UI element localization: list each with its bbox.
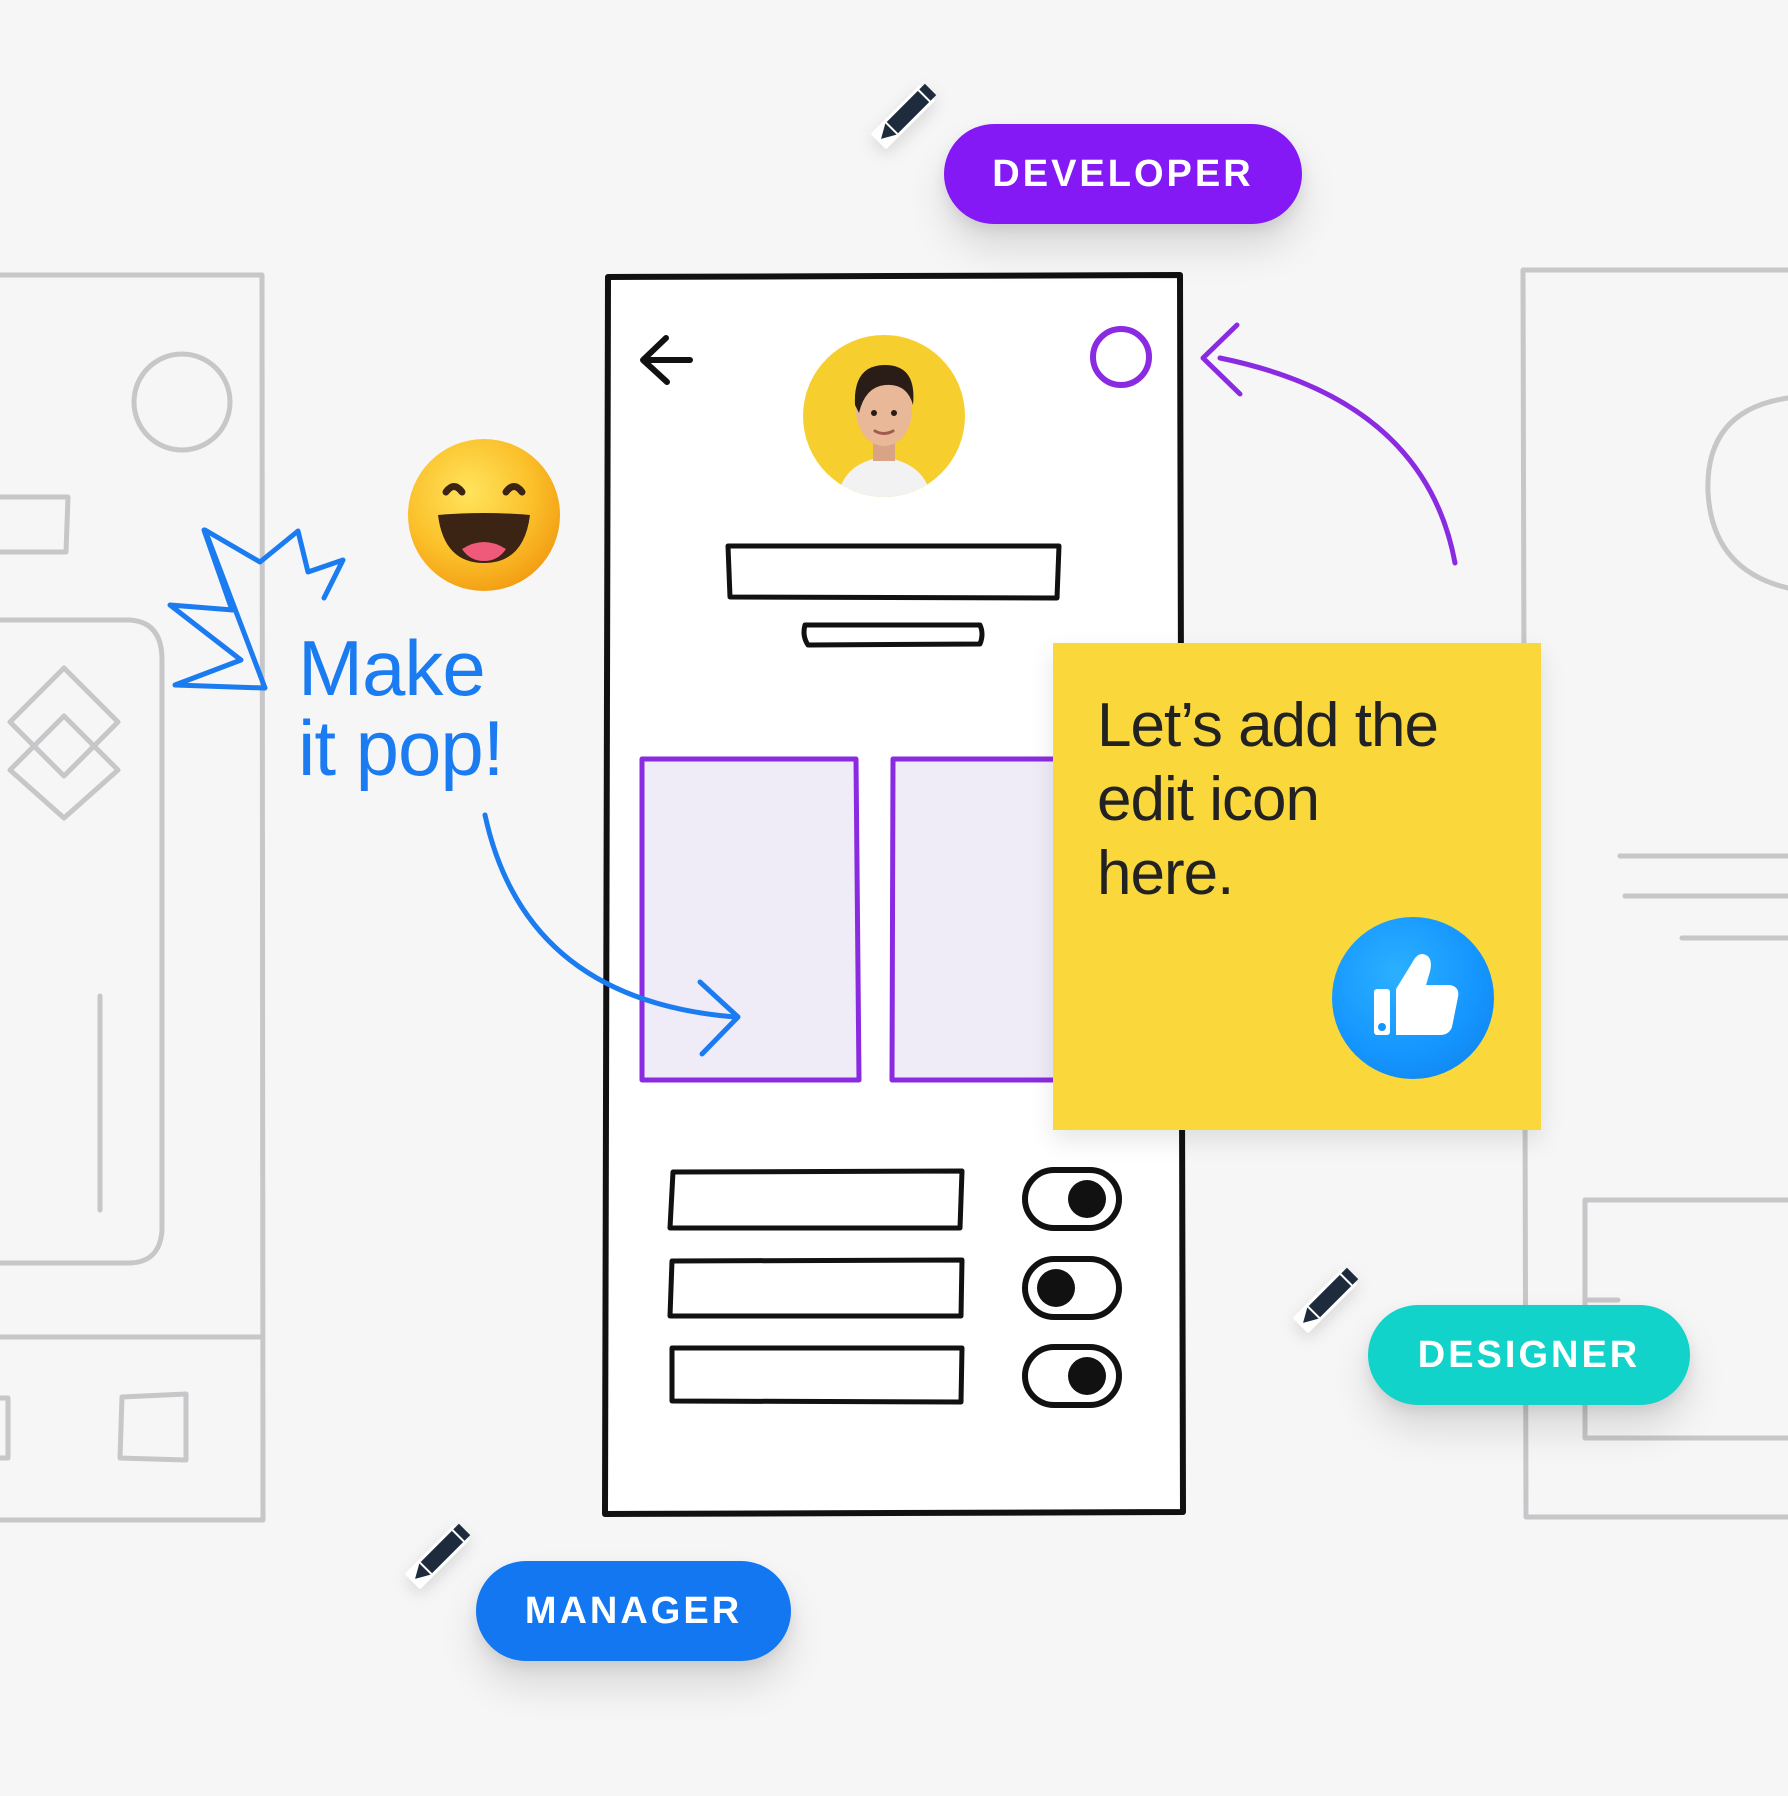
toggle-2[interactable]	[1022, 1256, 1122, 1320]
left-wireframe	[0, 272, 266, 1523]
sticky-line-3: here.	[1097, 839, 1234, 908]
person-photo	[838, 365, 931, 497]
thumbs-up-icon	[1374, 954, 1459, 1035]
image-card-2[interactable]	[889, 756, 1063, 1083]
pencil-icon	[1280, 1256, 1370, 1346]
purple-arrow	[1200, 322, 1458, 566]
toggle-1[interactable]	[1022, 1167, 1122, 1231]
burst-shape-base	[201, 527, 235, 613]
make-it-pop-note: Make it pop!	[298, 628, 558, 788]
developer-label: DEVELOPER	[992, 152, 1254, 195]
sticky-line-1: Let’s add the	[1097, 691, 1439, 760]
sticky-note-text: Let’s add the edit icon here.	[1097, 689, 1517, 911]
pop-line-1: Make	[298, 624, 486, 712]
blue-arrow	[482, 812, 741, 1057]
list-row-1	[667, 1168, 965, 1231]
designer-badge[interactable]: DESIGNER	[1368, 1305, 1690, 1405]
list-rows	[667, 1168, 965, 1405]
pencil-icon	[392, 1512, 482, 1602]
image-card-1[interactable]	[639, 756, 862, 1083]
manager-label: MANAGER	[524, 1589, 743, 1632]
name-placeholder	[725, 543, 1062, 601]
designer-label: DESIGNER	[1417, 1333, 1641, 1376]
sticky-note: Let’s add the edit icon here.	[1053, 643, 1541, 1130]
subtitle-placeholder	[801, 622, 985, 648]
sticky-line-2: edit icon	[1097, 765, 1320, 834]
grinning-face-icon	[406, 437, 562, 593]
manager-badge[interactable]: MANAGER	[476, 1561, 791, 1661]
arrow-left-icon[interactable]	[640, 335, 693, 385]
edit-placeholder-circle[interactable]	[1090, 326, 1152, 388]
list-row-2	[667, 1257, 965, 1319]
toggle-3[interactable]	[1022, 1344, 1122, 1408]
pencil-icon	[858, 72, 948, 162]
like-button[interactable]	[1332, 917, 1494, 1079]
avatar	[803, 335, 965, 497]
list-row-3	[669, 1345, 965, 1405]
developer-badge[interactable]: DEVELOPER	[944, 124, 1302, 224]
pop-line-2: it pop!	[298, 704, 504, 792]
